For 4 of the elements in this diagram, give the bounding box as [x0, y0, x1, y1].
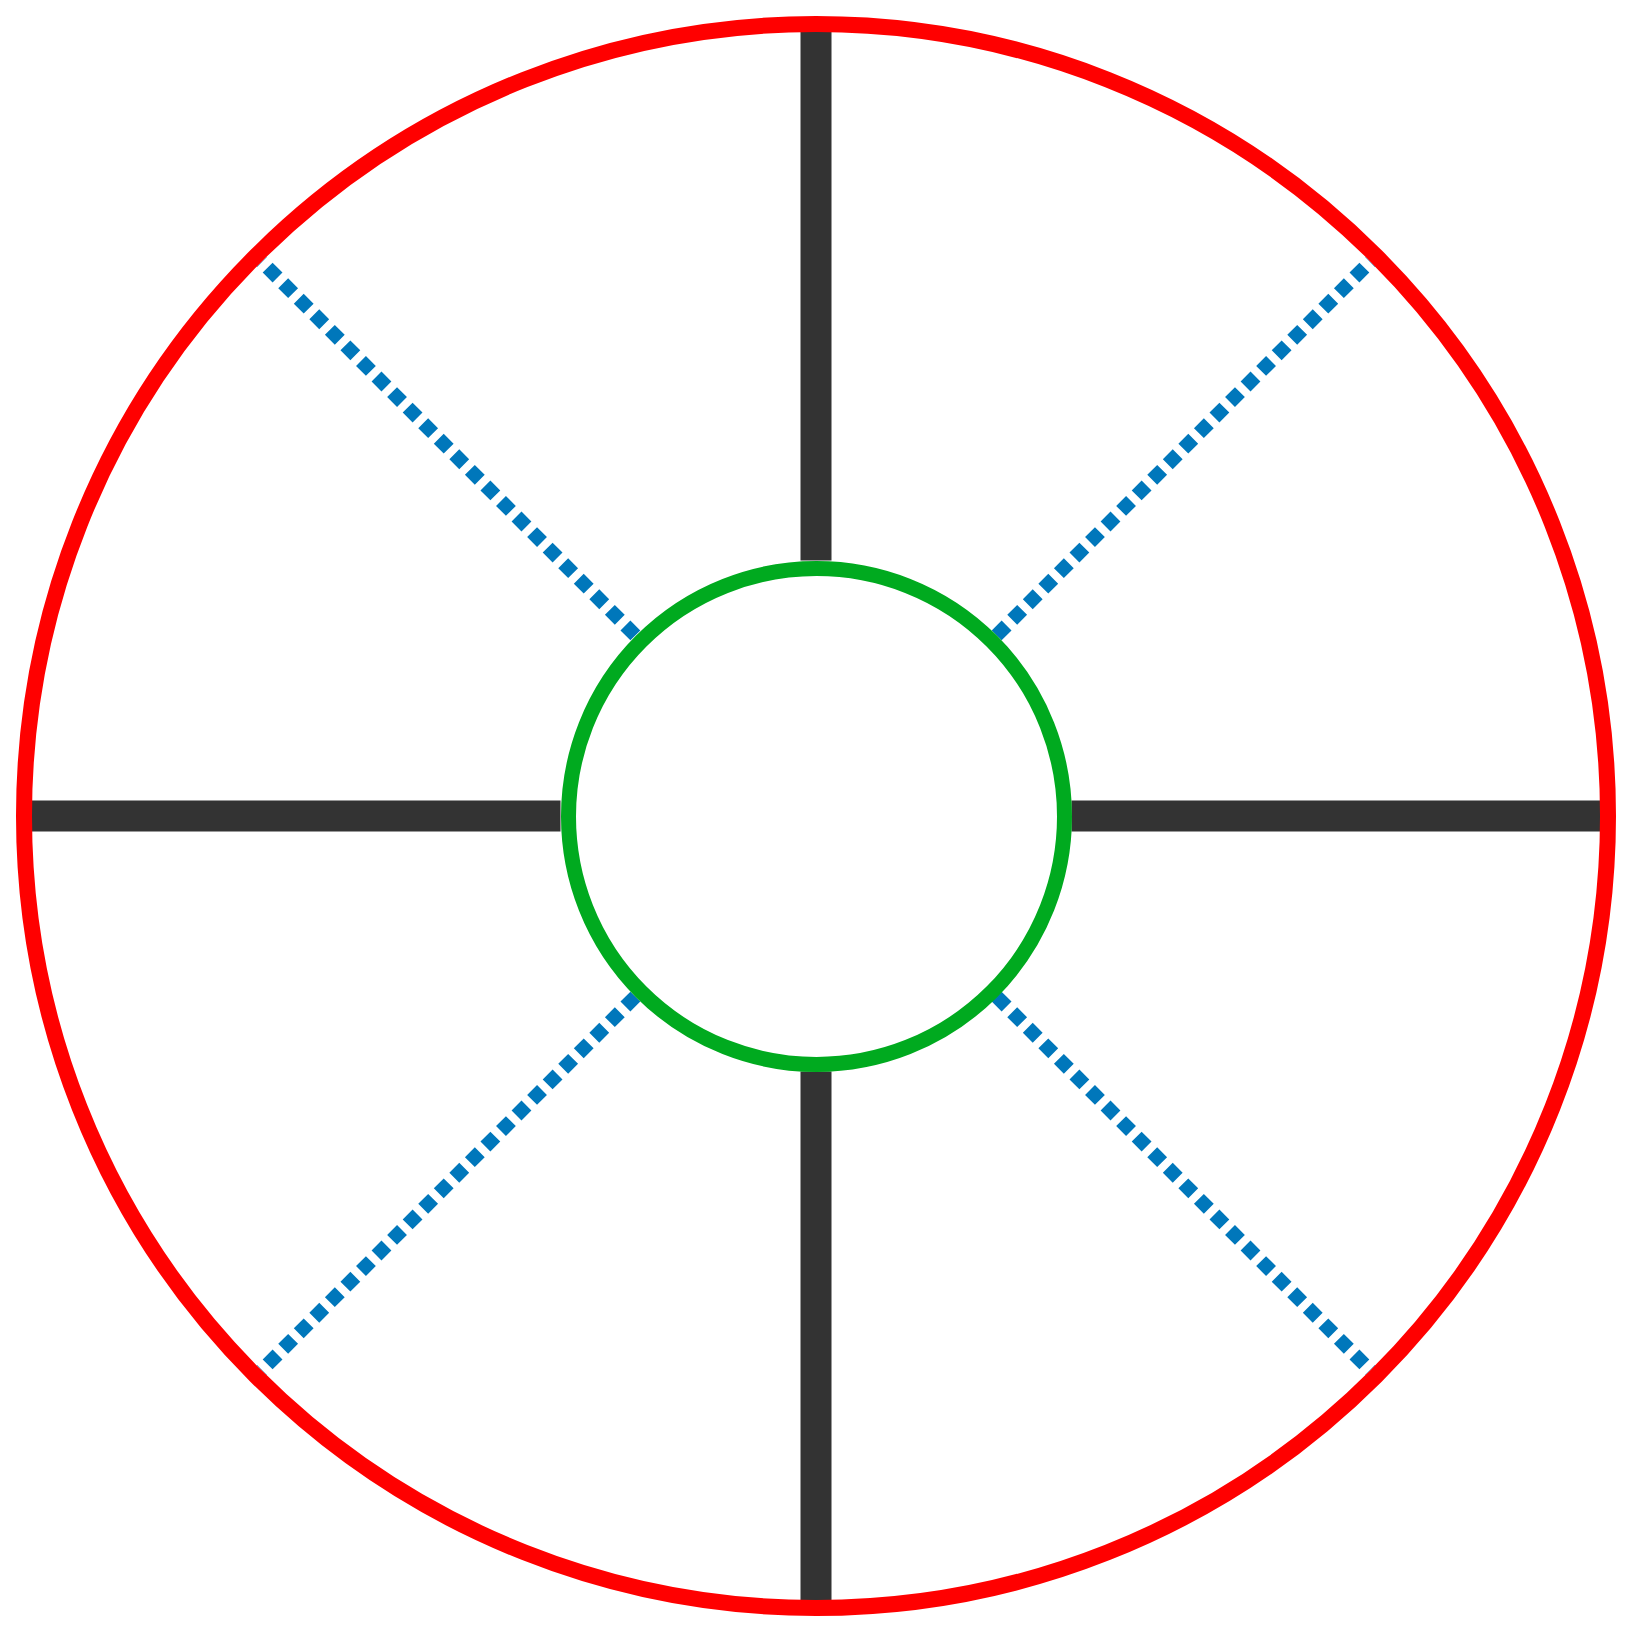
- spoke-line: [800, 32, 832, 561]
- spoke-line: [32, 800, 561, 832]
- spoke-line: [1071, 800, 1600, 832]
- spoke-line: [800, 1071, 832, 1600]
